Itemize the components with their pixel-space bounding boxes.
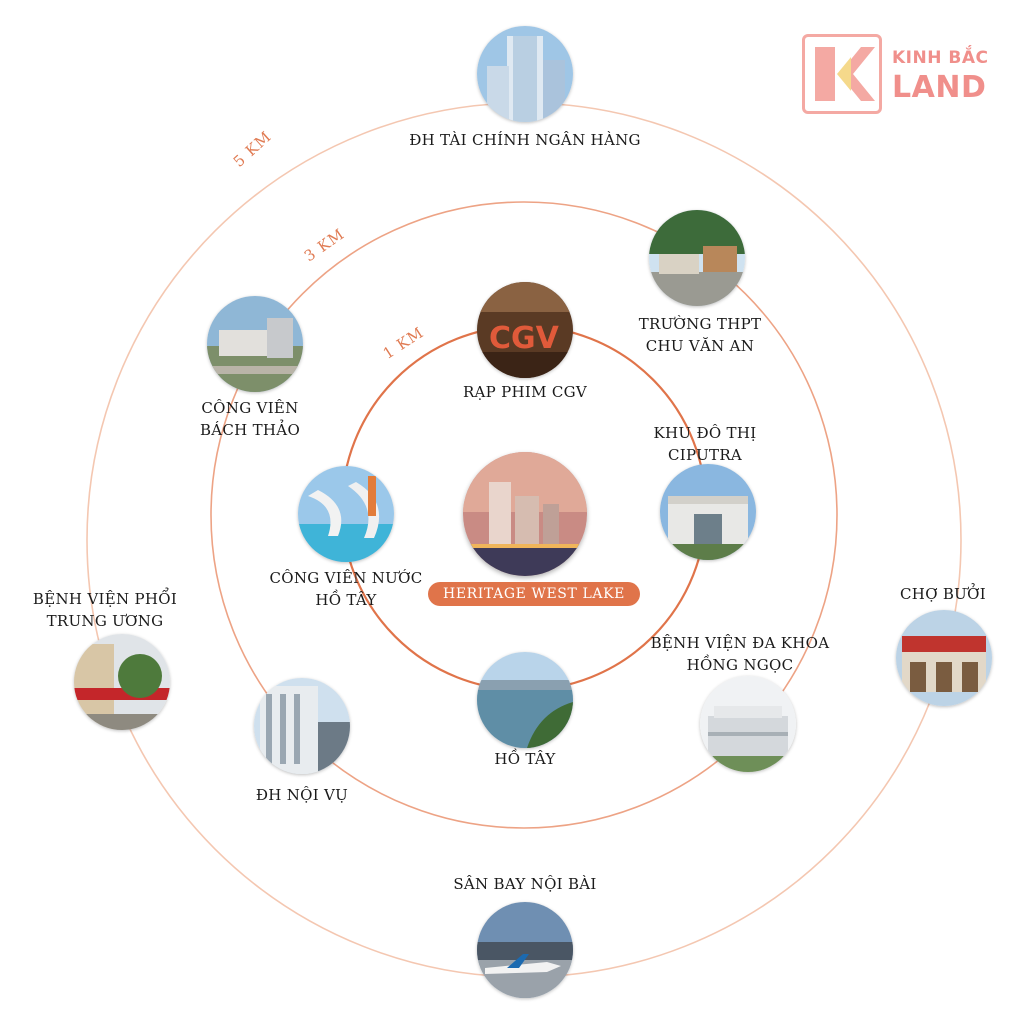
label-chu-van-an: TRƯỜNG THPT CHU VĂN AN [638, 315, 762, 355]
label-ciputra: KHU ĐÔ THỊ CIPUTRA [653, 424, 757, 464]
label-nuoc-ho-tay: CÔNG VIÊN NƯỚC HỒ TÂY [269, 569, 423, 609]
ciputra-gate-photo [660, 464, 756, 560]
label-cho-buoi: CHỢ BƯỞI [900, 585, 986, 603]
heritage-tower-photo [463, 452, 587, 576]
office-tower-photo [477, 26, 573, 122]
water-park-photo [298, 466, 394, 562]
airport-photo [477, 902, 573, 998]
university-building-photo [254, 678, 350, 774]
label-phoi: BỆNH VIỆN PHỔI TRUNG ƯƠNG [32, 590, 178, 630]
heritage-badge: HERITAGE WEST LAKE [428, 582, 640, 606]
market-photo [896, 610, 992, 706]
logo-text-line2: LAND [892, 70, 987, 105]
ring-3km [210, 201, 838, 829]
park-aerial-photo [207, 296, 303, 392]
label-noi-vu: ĐH NỘI VỤ [255, 786, 349, 804]
label-hong-ngoc: BỆNH VIỆN ĐA KHOA HỒNG NGỌC [650, 634, 830, 674]
kb-logo-icon [802, 34, 882, 114]
label-tai-chinh: ĐH TÀI CHÍNH NGÂN HÀNG [409, 131, 641, 149]
label-noi-bai: SÂN BAY NỘI BÀI [453, 875, 597, 893]
lake-photo [477, 652, 573, 748]
label-bach-thao: CÔNG VIÊN BÁCH THẢO [199, 399, 301, 439]
hospital-building-photo [74, 634, 170, 730]
label-ho-tay: HỒ TÂY [494, 750, 556, 768]
kinh-bac-land-logo: KINH BẮC LAND [802, 34, 1002, 118]
school-gate-photo [649, 210, 745, 306]
hospital-aerial-photo [700, 676, 796, 772]
svg-text:CGV: CGV [489, 321, 560, 356]
logo-text-line1: KINH BẮC [892, 48, 989, 68]
cgv-cinema-photo: CGV [477, 282, 573, 378]
label-cgv: RẠP PHIM CGV [462, 383, 588, 401]
